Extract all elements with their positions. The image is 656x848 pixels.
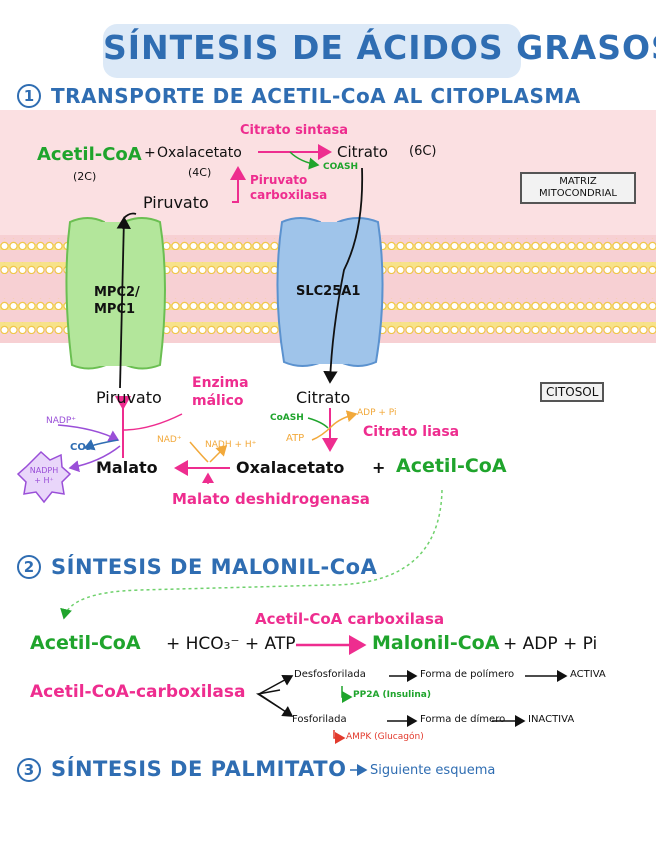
cytosol-oxalacetato: Oxalacetato — [236, 458, 345, 477]
cytosol-acetil-coa: Acetil-CoA — [396, 455, 507, 477]
slc-label: SLC25A1 — [296, 284, 361, 299]
nad-label: NAD⁺ — [157, 435, 182, 445]
enzima-malico-label: Enzima málico — [192, 375, 249, 409]
matrix-citrato-carbons: (6C) — [409, 144, 437, 159]
cytosol-citrato: Citrato — [296, 388, 351, 407]
slc-transporter-shape — [276, 217, 384, 367]
piruvato-carboxilasa-label: Piruvato carboxilasa — [250, 173, 328, 202]
title-banner — [103, 24, 521, 78]
ampk-label: AMPK (Glucagón) — [346, 732, 424, 742]
s2-hco3-atp: + HCO₃⁻ + ATP — [166, 634, 296, 654]
matrix-acetil-coa-carbons: (2C) — [73, 170, 97, 183]
section-1-number: 1 — [17, 84, 41, 108]
section-2-number: 2 — [17, 555, 41, 579]
citrato-liasa-label: Citrato liasa — [363, 424, 460, 440]
matrix-label: MATRIZ MITOCONDRIAL — [520, 172, 636, 204]
pp2a-label: PP2A (Insulina) — [353, 690, 431, 700]
s2-malonil-coa: Malonil-CoA — [372, 632, 500, 654]
matrix-coash: COASH — [323, 162, 358, 172]
forma-dimero-label: Forma de dímero — [420, 714, 506, 725]
matrix-piruvato: Piruvato — [143, 193, 209, 212]
matrix-citrato: Citrato — [337, 143, 388, 161]
nadp-label: NADP⁺ — [46, 416, 76, 426]
section-3-heading: SÍNTESIS DE PALMITATO — [51, 757, 347, 781]
section-3-note: Siguiente esquema — [370, 763, 496, 778]
cytosol-malato: Malato — [96, 458, 158, 477]
section-3-number: 3 — [17, 758, 41, 782]
cytosol-label: CITOSOL — [540, 382, 605, 402]
matrix-plus: + — [144, 145, 156, 161]
nadph-label: NADPH + H⁺ — [29, 466, 59, 485]
cytosol-plus: + — [372, 458, 386, 477]
section-1-heading: TRANSPORTE DE ACETIL-CoA AL CITOPLASMA — [51, 84, 581, 108]
fosforilada-label: Fosforilada — [292, 714, 347, 725]
co2-label: CO₂ — [70, 442, 91, 453]
cytosol-coash: CoASH — [270, 413, 304, 423]
inactiva-label: INACTIVA — [528, 714, 575, 725]
matrix-acetil-coa: Acetil-CoA — [37, 144, 142, 165]
mpc-transporter-shape — [65, 217, 166, 370]
malato-dh-label: Malato deshidrogenasa — [172, 490, 370, 508]
citrato-sintasa-label: Citrato sintasa — [240, 123, 349, 138]
cytosol-adp-pi: ADP + Pi — [357, 408, 397, 418]
section-2-heading: SÍNTESIS DE MALONIL-CoA — [51, 555, 378, 579]
s2-acetil-coa: Acetil-CoA — [30, 632, 141, 654]
acc-regulation-label: Acetil-CoA-carboxilasa — [30, 682, 246, 702]
matrix-oxalacetato-carbons: (4C) — [188, 166, 212, 179]
nadh-label: NADH + H⁺ — [205, 440, 257, 450]
cytosol-atp: ATP — [286, 433, 305, 444]
cytosol-piruvato: Piruvato — [96, 388, 162, 407]
page-title: SÍNTESIS DE ÁCIDOS GRASOS — [103, 28, 656, 67]
s2-products: + ADP + Pi — [503, 634, 598, 654]
activa-label: ACTIVA — [570, 669, 606, 680]
desfosforilada-label: Desfosforilada — [294, 669, 366, 680]
matrix-oxalacetato: Oxalacetato — [157, 145, 242, 161]
forma-polimero-label: Forma de polímero — [420, 669, 515, 680]
acc-enzyme-label: Acetil-CoA carboxilasa — [255, 610, 445, 628]
mpc-label: MPC2/ MPC1 — [94, 285, 140, 317]
